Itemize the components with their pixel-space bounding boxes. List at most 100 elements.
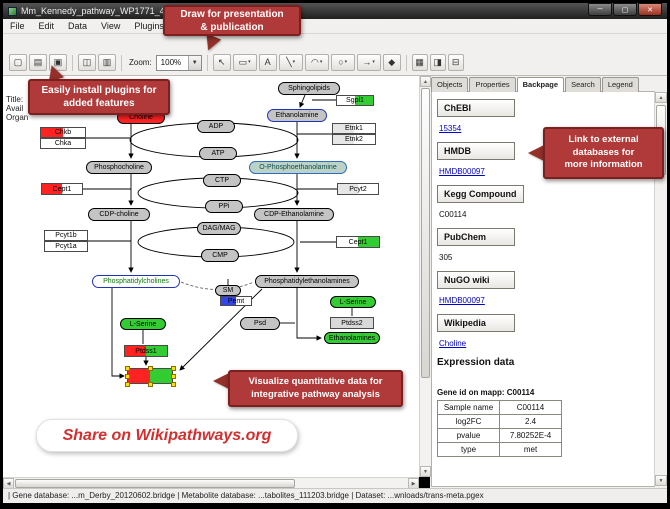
pathway-node-l-serine[interactable]: L-Serine: [120, 318, 166, 330]
backpage-link-chebi[interactable]: 15354: [439, 124, 462, 133]
toolbar-interaction-tool[interactable]: →▾: [356, 54, 381, 71]
selection-handle[interactable]: [171, 382, 176, 387]
backpage-link-nugo-wiki[interactable]: HMDB00097: [439, 296, 485, 305]
pathway-node-pcyt2[interactable]: Pcyt2: [337, 183, 379, 195]
tab-objects[interactable]: Objects: [431, 77, 469, 92]
pathway-node-phosphocholine[interactable]: Phosphocholine: [86, 161, 152, 174]
close-button[interactable]: ✕: [638, 3, 662, 16]
menu-item-plugins[interactable]: Plugins: [134, 21, 164, 31]
pathway-node-l-serine[interactable]: L-Serine: [330, 296, 376, 308]
maximize-button[interactable]: ▢: [613, 3, 637, 16]
pathway-node-ethanolamines[interactable]: Ethanolamines: [324, 332, 380, 344]
toolbar-stack-tool[interactable]: ◨: [429, 54, 446, 71]
pathway-node-chka[interactable]: Chka: [40, 138, 86, 149]
pathway-node-etnk1[interactable]: Etnk1: [332, 123, 376, 134]
tab-search[interactable]: Search: [565, 77, 601, 92]
pathway-node-phosphatidylethanolamines[interactable]: Phosphatidylethanolamines: [255, 275, 359, 288]
toolbar-line-tool[interactable]: ╲▾: [278, 54, 303, 71]
menu-item-edit[interactable]: Edit: [38, 21, 55, 31]
tab-legend[interactable]: Legend: [601, 77, 639, 92]
selection-handle[interactable]: [148, 366, 153, 371]
pathway-node-ctp[interactable]: CTP: [203, 174, 241, 187]
pathway-node-chkb[interactable]: Chkb: [40, 127, 86, 138]
menu-item-data[interactable]: Data: [68, 21, 88, 31]
pathway-node-cept1[interactable]: Cept1: [41, 183, 83, 195]
toolbar-save-file-button[interactable]: ▣: [49, 54, 67, 71]
menu-item-file[interactable]: File: [10, 21, 25, 31]
pathway-node-etnk2[interactable]: Etnk2: [332, 134, 376, 145]
line-tool-icon: ╲: [286, 57, 292, 67]
pathway-node-adp[interactable]: ADP: [197, 120, 235, 133]
toolbar-align-tool[interactable]: ▦: [411, 54, 428, 71]
toolbar-graphical-line-tool[interactable]: ◠▾: [304, 54, 329, 71]
pathway-node-phosphatidylcholines[interactable]: Phosphatidylcholines: [92, 275, 180, 288]
zoom-combobox[interactable]: 100% ▼: [155, 54, 202, 71]
pathway-node-ptdss2[interactable]: Ptdss2: [330, 317, 374, 329]
toolbar-anchor-tool[interactable]: ◆: [382, 54, 401, 71]
toolbar: ▢▤▣ ◫▥ Zoom: 100% ▼ ↖▭▾A╲▾◠▾○▾→▾◆ ▦◨⊟ vi…: [3, 34, 667, 106]
graphical-line-tool-icon: ◠: [310, 57, 319, 67]
file-button-group: ▢▤▣: [9, 54, 67, 71]
tab-properties[interactable]: Properties: [469, 77, 516, 92]
backpage-link-hmdb[interactable]: HMDB00097: [439, 167, 485, 176]
pathway-node-ptdss1[interactable]: Ptdss1: [124, 345, 168, 357]
pathway-node-o-phosphoethanolamine[interactable]: O-Phosphoethanolamine: [249, 161, 347, 174]
scrollbar-thumb[interactable]: [421, 88, 430, 378]
chevron-down-icon[interactable]: ▾: [248, 59, 251, 65]
toolbar-paste-button[interactable]: ▥: [98, 54, 116, 71]
pathway-node-selected[interactable]: [125, 366, 176, 387]
canvas-horizontal-scrollbar[interactable]: ◀ ▶: [3, 477, 419, 489]
pathway-node-cdp-ethanolamine[interactable]: CDP-Ethanolamine: [254, 208, 334, 221]
pathway-node-atp[interactable]: ATP: [199, 147, 237, 160]
scroll-down-icon[interactable]: ▼: [420, 466, 431, 477]
layout-tool-group: ▦◨⊟: [411, 54, 464, 71]
toolbar-label-tool[interactable]: A: [258, 54, 277, 71]
selection-handle[interactable]: [125, 374, 130, 379]
selection-handle[interactable]: [171, 374, 176, 379]
pathway-node-pcyt1a[interactable]: Pcyt1a: [44, 241, 88, 252]
selection-handle[interactable]: [125, 366, 130, 371]
pathway-node-pcyt1b[interactable]: Pcyt1b: [44, 230, 88, 241]
scroll-up-icon[interactable]: ▲: [655, 92, 667, 103]
menu-item-view[interactable]: View: [101, 21, 121, 31]
pathway-node-sgpl1[interactable]: Sgpl1: [336, 95, 374, 106]
pathway-node-pemt[interactable]: Pemt: [220, 296, 252, 306]
scroll-up-icon[interactable]: ▲: [420, 76, 431, 87]
expression-table-cell: C00114: [499, 400, 562, 415]
pathway-node-ethanolamine[interactable]: Ethanolamine: [267, 109, 327, 122]
toolbar-open-file-button[interactable]: ▤: [29, 54, 47, 71]
scroll-down-icon[interactable]: ▼: [655, 475, 667, 486]
toolbar-select-tool[interactable]: ↖: [212, 54, 231, 71]
chevron-down-icon[interactable]: ▾: [319, 59, 323, 65]
pathway-node-sphingolipids[interactable]: Sphingolipids: [278, 82, 340, 95]
scrollbar-thumb[interactable]: [15, 479, 295, 488]
chevron-down-icon[interactable]: ▼: [187, 55, 201, 70]
pathway-node-ppi[interactable]: PPi: [205, 200, 243, 213]
pathway-node-cept1[interactable]: Cept1: [336, 236, 380, 248]
toolbar-group-tool[interactable]: ⊟: [447, 54, 464, 71]
backpage-link-wikipedia[interactable]: Choline: [439, 339, 467, 348]
minimize-button[interactable]: ─: [588, 3, 612, 16]
pathway-node-cmp[interactable]: CMP: [201, 249, 239, 262]
selection-handle[interactable]: [125, 382, 130, 387]
label-tool-icon: A: [264, 57, 271, 67]
tab-backpage[interactable]: Backpage: [516, 77, 565, 92]
menubar: FileEditDataViewPluginsHelp: [3, 19, 667, 34]
chevron-down-icon[interactable]: ▾: [344, 59, 348, 65]
toolbar-new-file-button[interactable]: ▢: [9, 54, 27, 71]
chevron-down-icon[interactable]: ▾: [292, 59, 296, 65]
selection-handle[interactable]: [148, 382, 153, 387]
toolbar-copy-button[interactable]: ◫: [78, 54, 96, 71]
pathway-node-dag-mag[interactable]: DAG/MAG: [197, 222, 241, 235]
toolbar-datanode-tool[interactable]: ▭▾: [232, 54, 257, 71]
canvas-vertical-scrollbar[interactable]: ▲ ▼: [419, 76, 431, 477]
copy-button-icon: ◫: [82, 57, 92, 67]
toolbar-separator: [206, 54, 208, 71]
toolbar-shape-tool[interactable]: ○▾: [330, 54, 355, 71]
pathway-node-cdp-choline[interactable]: CDP-choline: [88, 208, 150, 221]
callout-draw: Draw for presentation & publication: [163, 5, 301, 36]
pathway-node-psd[interactable]: Psd: [240, 317, 280, 330]
selection-handle[interactable]: [171, 366, 176, 371]
chevron-down-icon[interactable]: ▾: [372, 59, 375, 65]
pathway-node-sm[interactable]: SM: [215, 285, 241, 296]
